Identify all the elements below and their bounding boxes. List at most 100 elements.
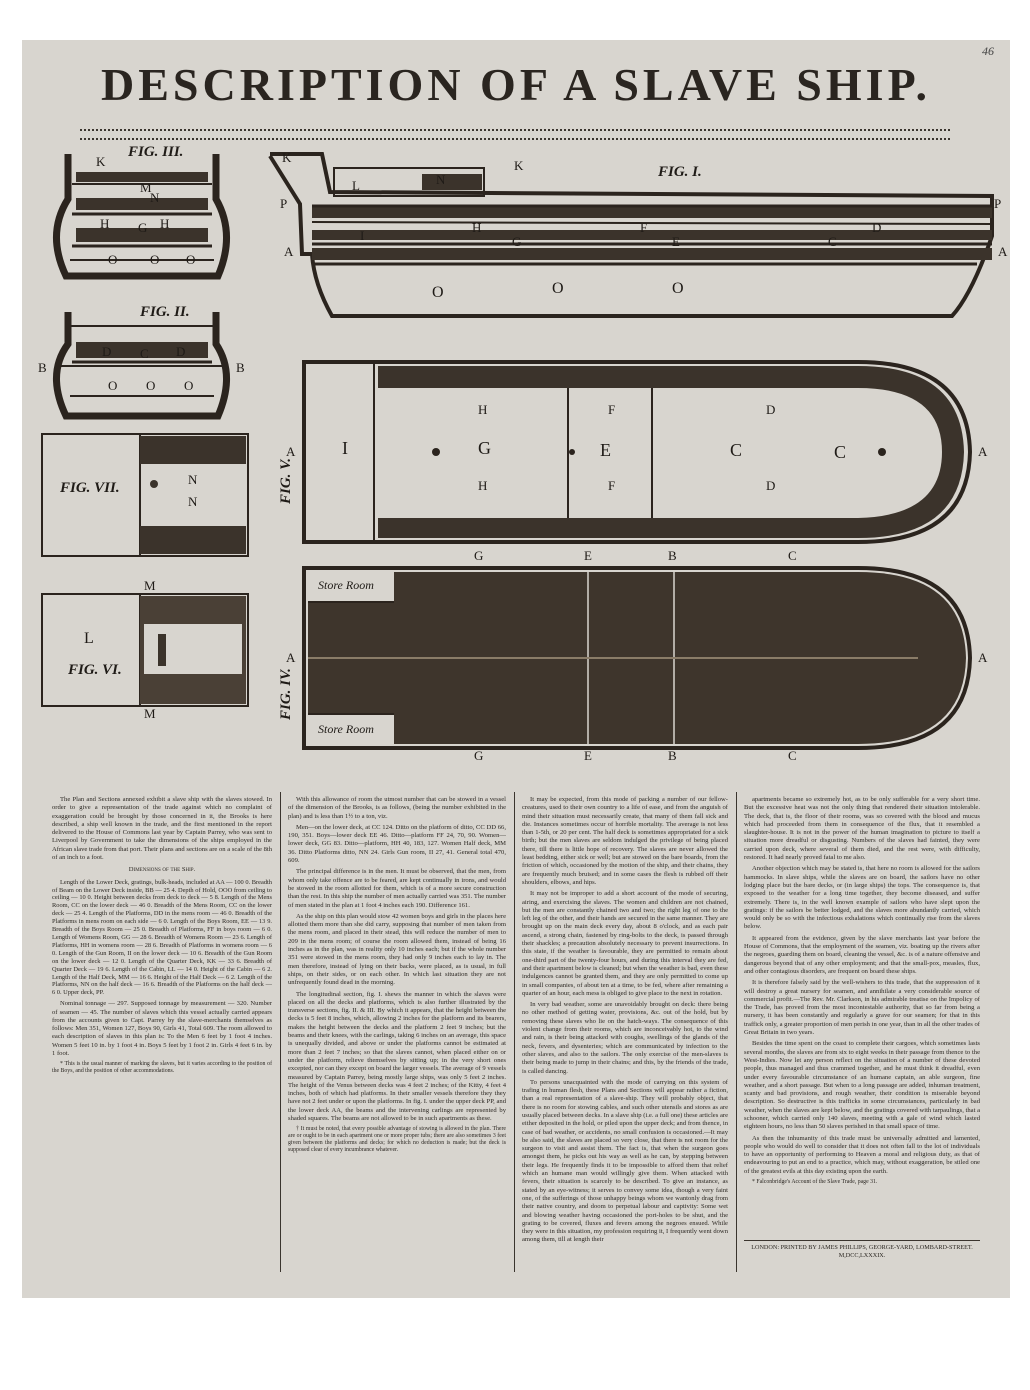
imprint-line: LONDON: PRINTED BY JAMES PHILLIPS, GEORG… [751,1244,973,1259]
figure-5-letter-c1: C [730,440,743,460]
figure-6-letter-m1: M [144,578,156,593]
stowage-table: Men—on the lower deck, at CC 124. Ditto … [288,823,506,865]
figure-1-letter-k1: K [282,150,292,165]
figure-4-letter-e1: E [584,548,592,563]
figure-1-letter-c: C [828,234,837,249]
figure-4-label: FIG. IV. [278,668,294,720]
figure-2-letter-o2: O [146,378,156,393]
figure-3-drawing [53,154,230,280]
figure-3-letter-h2: H [160,216,170,231]
print-sheet: 46 DESCRIPTION OF A SLAVE SHIP. FIG. III… [22,40,1010,1298]
text-column-1: The Plan and Sections annexed exhibit a … [52,796,272,1276]
figure-3-letter-o1: O [108,252,118,267]
figure-2-letter-c: C [140,346,149,361]
figure-5-letter-a1: A [286,444,296,459]
figure-2-letter-d2: D [176,344,186,359]
column-4-paragraph-d: It is therefore falsely said by the well… [744,979,980,1037]
figure-3-letter-o2: O [150,252,160,267]
figure-5-letter-e: E [600,440,611,460]
figure-4: FIG. IV. Store Room Store Room G E B C G… [278,548,998,763]
dimensions-list: Length of the Lower Deck, gratings, bulk… [52,878,272,997]
figure-1-letter-n: N [436,172,446,187]
figure-1-letter-o3: O [672,280,684,297]
column-2-paragraph-a: With this allowance of room the utmost n… [288,796,506,820]
figure-7-drawing [41,433,249,557]
figure-2-letter-o1: O [108,378,118,393]
figure-6-drawing [41,593,249,707]
figure-6-letter-l: L [84,630,94,647]
imprint-rule [744,1240,980,1241]
column-3-paragraph-d: To persons unacquainted with the mode of… [522,1078,728,1244]
figure-4-letter-e2: E [584,748,592,763]
figure-4-letter-g2: G [474,748,484,763]
figure-2-letter-o3: O [184,378,194,393]
figure-5-letter-f1: F [608,402,616,417]
figure-4-drawing [302,566,973,750]
figure-1-letter-o1: O [432,284,444,301]
figure-4-letter-a2: A [978,650,988,665]
store-room-top: Store Room [318,578,374,592]
figure-6-label: FIG. VI. [68,662,122,678]
column-1-footnote: * This is the usual manner of marking th… [52,1061,272,1075]
figure-5-letter-h2: H [478,478,488,493]
figure-5-letter-i: I [342,438,348,458]
figure-1: FIG. I. K L N K P P I H F D G E C A A O … [252,144,1008,344]
figure-1-letter-p1: P [280,196,288,211]
page-number: 46 [982,44,994,58]
figure-1-letter-l: L [352,178,360,193]
figure-4-letter-c1: C [788,548,797,563]
figure-3-letter-m: M [140,180,152,195]
column-3-paragraph-c: In very bad weather, some are unavoidabl… [522,1001,728,1075]
figure-1-drawing [268,152,994,318]
tonnage-paragraph: Nominal tonnage — 297. Supposed tonnage … [52,1000,272,1058]
figure-5-drawing [302,360,973,544]
figure-4-letter-b1: B [668,548,677,563]
figure-2-letter-b1: B [38,360,47,375]
figure-5-letter-a2: A [978,444,988,459]
figure-1-label: FIG. I. [658,164,702,180]
figure-1-letter-a1: A [284,244,294,259]
figure-5-letter-f2: F [608,478,616,493]
figure-7: FIG. VII. N N [40,432,252,560]
column-rule-2 [514,792,515,1272]
column-2-paragraph-b: The principal difference is in the men. … [288,868,506,909]
column-4-paragraph-c: It appeared from the evidence, given by … [744,934,980,975]
figure-2-drawing [53,312,230,420]
figure-3-letter-k: K [96,154,106,169]
figure-2-letter-b2: B [236,360,245,375]
figure-5: FIG. V. I H G F E F D C C D A A H [278,354,998,550]
figure-3-letter-o3: O [186,252,196,267]
column-2-footnote: † It must be noted, that every possible … [288,1126,506,1154]
figure-7-label: FIG. VII. [60,480,120,496]
store-room-bottom: Store Room [318,722,374,736]
figure-1-letter-a2: A [998,244,1008,259]
figure-7-letter-n2: N [188,494,198,509]
figure-3-label: FIG. III. [128,144,184,160]
figure-5-letter-c2: C [834,442,847,462]
column-rule-1 [280,792,281,1272]
figure-1-letter-f: F [640,220,648,235]
figure-2: FIG. II. B B D C D O O O [36,304,248,424]
column-4-paragraph-e: Besides the time spent on the coast to c… [744,1040,980,1131]
figure-1-letter-p2: P [994,196,1002,211]
figure-1-letter-i: I [360,228,365,243]
text-column-2: With this allowance of room the utmost n… [288,796,506,1276]
figure-1-letter-g: G [512,234,522,249]
figure-3: FIG. III. K M N H G H O O O [36,144,248,282]
column-rule-3 [736,792,737,1272]
column-4-footnote: * Falconbridge's Account of the Slave Tr… [752,1179,878,1186]
figure-4-letter-c2: C [788,748,797,763]
figure-4-letter-a1: A [286,650,296,665]
figure-5-letter-d1: D [766,402,776,417]
intro-paragraph: The Plan and Sections annexed exhibit a … [52,796,272,862]
document-title: DESCRIPTION OF A SLAVE SHIP. [101,59,931,110]
figure-5-label: FIG. V. [278,458,294,504]
figure-1-letter-o2: O [552,280,564,297]
figure-6: FIG. VI. L M M [40,578,252,721]
figure-1-letter-d: D [872,220,882,235]
figure-4-letter-b2: B [668,748,677,763]
figure-5-letter-h1: H [478,402,488,417]
figure-5-letter-g: G [478,438,491,458]
figure-1-letter-k2: K [514,158,524,173]
